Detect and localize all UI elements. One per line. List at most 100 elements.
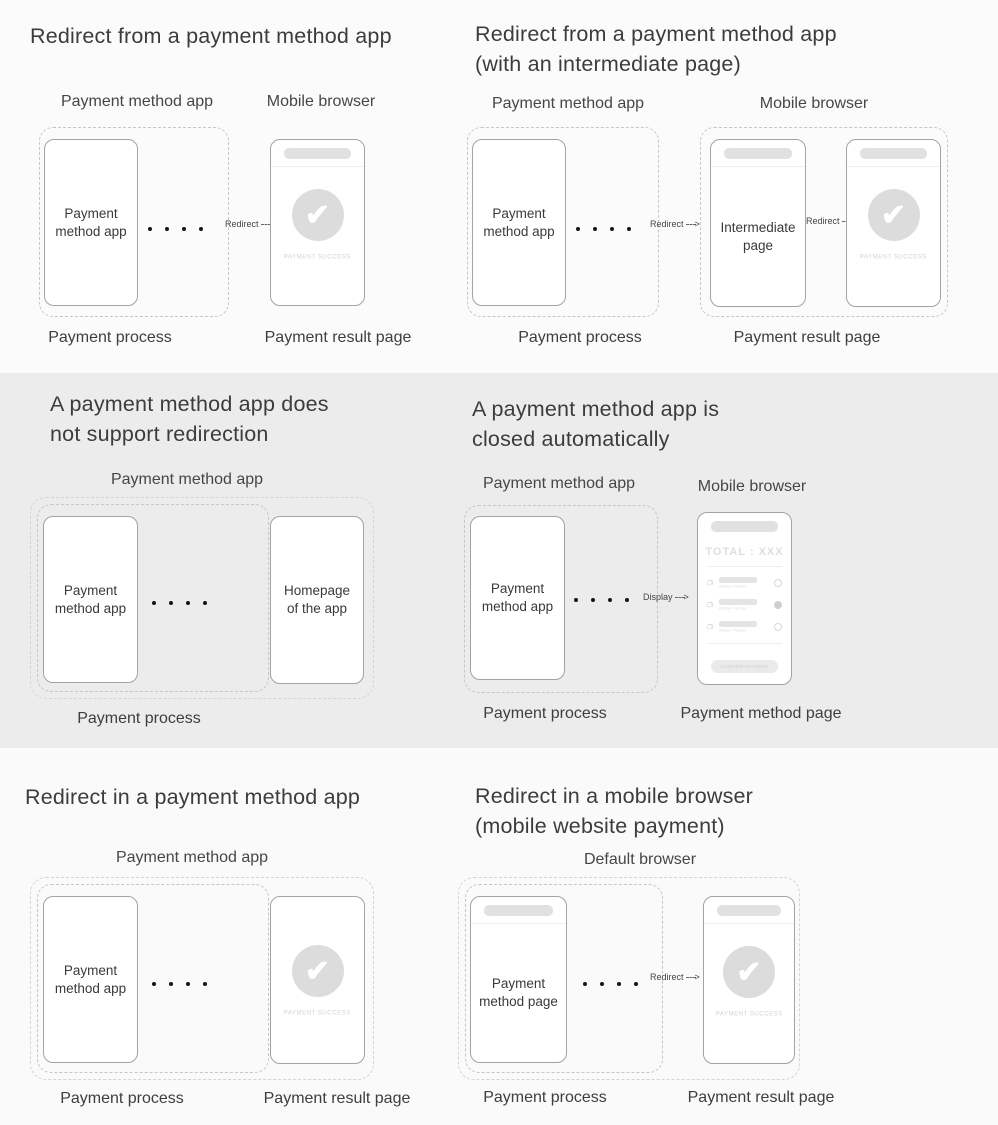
address-bar	[716, 905, 782, 916]
phone-screen-label: Payment method app	[55, 205, 127, 239]
redirect-arrow: Redirect>	[650, 972, 700, 982]
panel6-payment-process-container	[465, 884, 663, 1073]
panel6-title-line1: Redirect in a mobile browser	[475, 784, 754, 808]
address-bar	[284, 148, 351, 159]
browser-divider	[704, 923, 794, 924]
panel6-outer-container	[458, 877, 800, 1080]
panel2-payment-process-container	[467, 127, 659, 317]
panel6-column-label: Default browser	[583, 851, 697, 868]
panel4-title-line2: closed automatically	[472, 427, 670, 451]
process-dots	[576, 227, 631, 231]
panel4-payment-method-page-phone: TOTAL : XXX Alipay+ Partner Alipay+ Part…	[697, 512, 792, 685]
redirect-arrow: Redirect>	[225, 219, 275, 229]
redirect-arrow-label: Redirect	[650, 972, 684, 982]
payment-success-label: PAYMENT SUCCESS	[715, 1010, 783, 1017]
checkmark-icon: ✔	[736, 955, 762, 989]
panel3-title-line1: A payment method app does	[50, 392, 329, 416]
panel6-caption-left: Payment process	[483, 1089, 607, 1106]
confirm-payment-button: CONFIRM PAYMENT	[711, 660, 778, 673]
arrow-line	[685, 976, 696, 978]
panel3-outer-container	[30, 497, 374, 699]
wallet-icon	[707, 579, 714, 586]
arrowhead-icon: >	[683, 592, 689, 602]
panel5-payment-process-container	[37, 884, 269, 1073]
address-bar	[484, 905, 553, 916]
panel6-title-line2: (mobile website payment)	[475, 814, 725, 838]
panel2-title-line2: (with an intermediate page)	[475, 52, 741, 76]
checkmark-icon: ✔	[304, 198, 331, 232]
wallet-caption: Alipay+ Partner	[718, 605, 747, 611]
address-bar	[724, 148, 792, 159]
success-circle: ✔	[291, 945, 344, 997]
panel3-title-line2: not support redirection	[50, 422, 269, 446]
placeholder-bar	[718, 576, 757, 583]
panel2-result-container	[700, 127, 948, 317]
panel4-caption-right: Payment method page	[680, 705, 842, 722]
redirect-arrow-1: Redirect >	[650, 219, 700, 229]
panel5-payment-method-app-phone: Payment method app	[43, 896, 138, 1063]
wallet-caption: Alipay+ Partner	[718, 583, 747, 589]
redirect-arrow-label: Redirect	[806, 216, 840, 226]
panel4-column-label-left: Payment method app	[482, 475, 636, 492]
redirect-arrow-label: Redirect	[650, 219, 684, 229]
panel2-payment-method-app-phone: Payment method app	[472, 139, 566, 306]
panel4-caption-left: Payment process	[483, 705, 607, 722]
panel2-column-label-right: Mobile browser	[759, 95, 869, 112]
panel5-outer-container	[30, 877, 374, 1080]
panel4-column-label-right: Mobile browser	[697, 478, 807, 495]
display-arrow: Display >	[643, 592, 689, 602]
wallet-icon	[707, 623, 714, 630]
phone-screen-label: Payment method app	[54, 962, 127, 996]
redirect-arrow-label: Redirect	[225, 219, 259, 229]
success-circle: ✔	[291, 189, 344, 241]
panel1-column-label-left: Payment method app	[60, 93, 214, 110]
placeholder-bar	[718, 598, 757, 605]
total-label: TOTAL : XXX	[705, 546, 784, 558]
browser-divider	[847, 166, 940, 167]
browser-divider	[711, 166, 805, 167]
wallet-option-row: Alipay+ Partner	[707, 576, 782, 589]
confirm-payment-label: CONFIRM PAYMENT	[719, 663, 770, 670]
panel5-payment-result-phone: ✔ PAYMENT SUCCESS	[270, 896, 365, 1064]
panel2-title-line1: Redirect from a payment method app	[475, 22, 837, 46]
browser-divider	[271, 166, 364, 167]
wallet-option-row: Alipay+ Partner	[707, 620, 782, 633]
process-dots	[152, 982, 207, 986]
checkmark-icon: ✔	[304, 954, 331, 988]
phone-screen-label: Intermediate page	[720, 219, 796, 253]
panel6-caption-right: Payment result page	[687, 1089, 835, 1106]
display-arrow-label: Display	[643, 592, 673, 602]
panel4-payment-method-app-phone: Payment method app	[470, 516, 565, 680]
panel3-column-label: Payment method app	[110, 471, 264, 488]
divider	[707, 643, 782, 644]
panel1-caption-left: Payment process	[48, 329, 172, 346]
panel4-payment-process-container	[464, 505, 658, 693]
panel5-caption-right: Payment result page	[263, 1090, 411, 1107]
panel2-column-label-left: Payment method app	[491, 95, 645, 112]
process-dots	[574, 598, 629, 602]
radio-unselected-icon	[773, 578, 782, 587]
panel1-title: Redirect from a payment method app	[30, 24, 392, 48]
panel4-title-line1: A payment method app is	[472, 397, 720, 421]
phone-screen-label: Payment method page	[479, 976, 558, 1009]
phone-screen-label: Payment method app	[481, 581, 554, 614]
success-circle: ✔	[867, 189, 920, 241]
panel6-payment-result-phone: ✔ PAYMENT SUCCESS	[703, 896, 795, 1064]
payment-success-label: PAYMENT SUCCESS	[283, 1009, 352, 1016]
panel2-caption-left: Payment process	[518, 329, 642, 346]
panel6-payment-method-page-phone: Payment method page	[470, 896, 567, 1063]
process-dots	[583, 982, 638, 986]
arrowhead-icon: >	[694, 219, 700, 229]
panel3-caption-left: Payment process	[77, 710, 201, 727]
panel2-payment-result-phone: ✔ PAYMENT SUCCESS	[846, 139, 941, 307]
radio-selected-icon	[773, 600, 782, 609]
checkmark-icon: ✔	[880, 198, 907, 232]
panel1-payment-result-phone: ✔ PAYMENT SUCCESS	[270, 139, 365, 306]
phone-screen-label: Homepage of the app	[283, 583, 351, 616]
phone-screen-label: Payment method app	[54, 582, 127, 616]
payment-success-label: PAYMENT SUCCESS	[283, 253, 352, 260]
panel5-column-label: Payment method app	[115, 849, 269, 866]
payment-success-label: PAYMENT SUCCESS	[859, 253, 928, 260]
panel2-caption-right: Payment result page	[733, 329, 881, 346]
panel2-intermediate-page-phone: Intermediate page	[710, 139, 806, 307]
